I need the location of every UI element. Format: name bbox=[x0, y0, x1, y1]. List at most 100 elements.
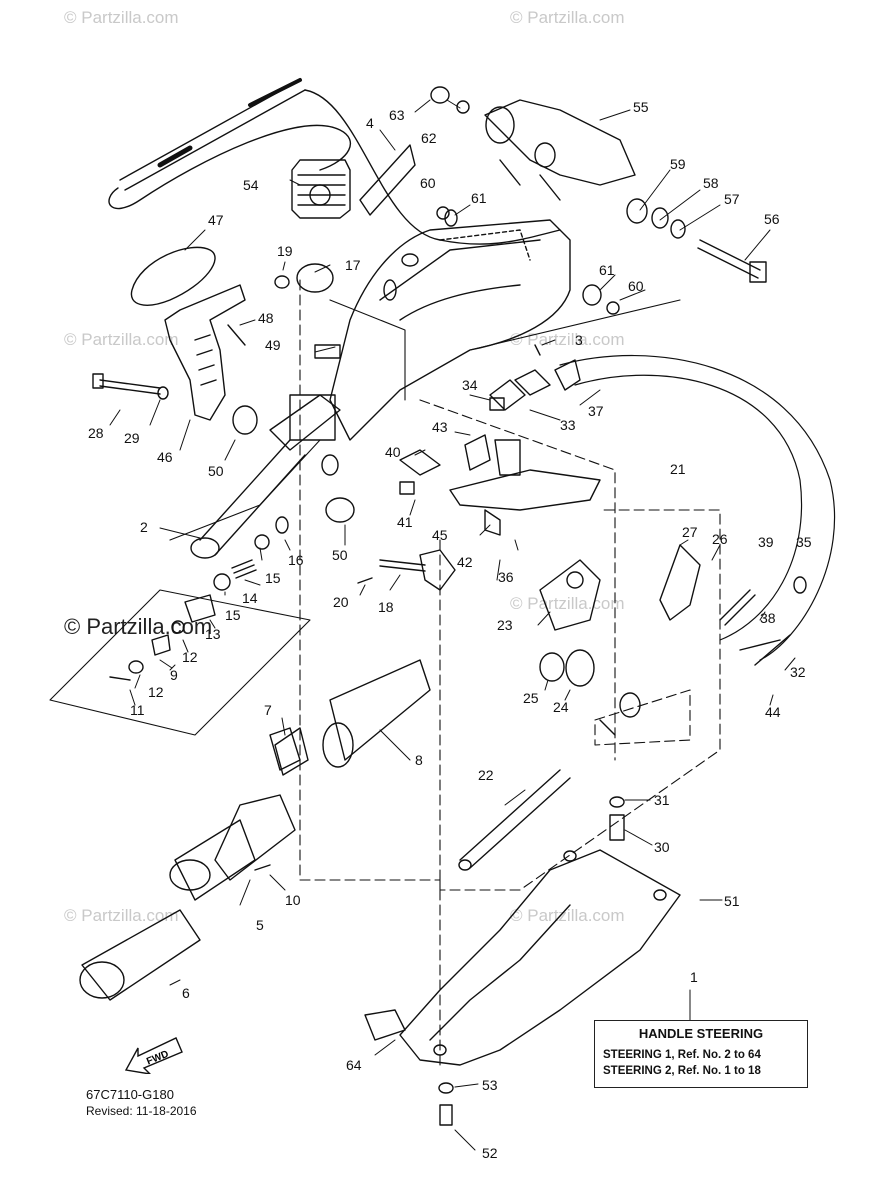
callout: 61 bbox=[599, 262, 615, 278]
callout: 3 bbox=[575, 332, 583, 348]
watermark-prominent: © Partzilla.com bbox=[64, 614, 213, 639]
small-hardware bbox=[109, 516, 289, 681]
part-29-washer bbox=[157, 386, 169, 400]
callout: 13 bbox=[205, 626, 221, 642]
callout: 50 bbox=[332, 547, 348, 563]
callout: 12 bbox=[148, 684, 164, 700]
shift-assembly bbox=[539, 544, 807, 736]
fwd-arrow-icon: FWD bbox=[124, 1037, 183, 1074]
part-4-decal bbox=[359, 144, 416, 216]
callout: 47 bbox=[208, 212, 224, 228]
shift-linkage bbox=[399, 344, 601, 536]
callout: 23 bbox=[497, 617, 513, 633]
callout: 15 bbox=[265, 570, 281, 586]
watermark: © Partzilla.com bbox=[510, 906, 625, 925]
callout-numbers: 1 2 3 4 5 6 7 8 9 10 11 12 12 13 14 15 1… bbox=[88, 99, 812, 1161]
callout: 31 bbox=[654, 792, 670, 808]
callout: 36 bbox=[498, 569, 514, 585]
part-47-cover bbox=[130, 246, 216, 306]
callout: 2 bbox=[140, 519, 148, 535]
callout: 63 bbox=[389, 107, 405, 123]
callout: 10 bbox=[285, 892, 301, 908]
callout: 44 bbox=[765, 704, 781, 720]
part-52-screw bbox=[439, 1104, 453, 1126]
info-title: HANDLE STEERING bbox=[638, 1026, 764, 1041]
revision-date: Revised: 11-18-2016 bbox=[86, 1104, 197, 1118]
part-17-clamp bbox=[296, 263, 334, 293]
part-31-washer bbox=[609, 796, 625, 808]
callout: 30 bbox=[654, 839, 670, 855]
callout: 21 bbox=[670, 461, 686, 477]
callout: 33 bbox=[560, 417, 576, 433]
callout: 6 bbox=[182, 985, 190, 1001]
steering-handle-body bbox=[329, 219, 571, 441]
callout: 27 bbox=[682, 524, 698, 540]
part-60-washer bbox=[436, 206, 450, 220]
watermark: © Partzilla.com bbox=[64, 906, 179, 925]
callout: 64 bbox=[346, 1057, 362, 1073]
part-30-bolt bbox=[609, 814, 625, 841]
callout: 50 bbox=[208, 463, 224, 479]
callout: 46 bbox=[157, 449, 173, 465]
callout: 61 bbox=[471, 190, 487, 206]
callout: 62 bbox=[421, 130, 437, 146]
callout: 24 bbox=[553, 699, 569, 715]
callout: 49 bbox=[265, 337, 281, 353]
group-outlines bbox=[49, 279, 721, 1071]
part-19-nut bbox=[274, 275, 290, 289]
callout: 56 bbox=[764, 211, 780, 227]
callout: 4 bbox=[366, 115, 374, 131]
part-7-decal bbox=[274, 727, 309, 776]
callout: 15 bbox=[225, 607, 241, 623]
steering-info-box: HANDLE STEERING STEERING 1, Ref. No. 2 t… bbox=[594, 1020, 808, 1088]
part-48-screw bbox=[227, 324, 246, 346]
watermark: © Partzilla.com bbox=[64, 8, 179, 27]
callout: 1 bbox=[690, 969, 698, 985]
callout: 39 bbox=[758, 534, 774, 550]
callout: 25 bbox=[523, 690, 539, 706]
callout: 28 bbox=[88, 425, 104, 441]
shift-cables bbox=[559, 354, 836, 661]
part-22-shift-rod bbox=[458, 769, 571, 871]
callout: 45 bbox=[432, 527, 448, 543]
callout: 58 bbox=[703, 175, 719, 191]
callout: 48 bbox=[258, 310, 274, 326]
callout: 54 bbox=[243, 177, 259, 193]
callout: 14 bbox=[242, 590, 258, 606]
callout: 43 bbox=[432, 419, 448, 435]
callout: 32 bbox=[790, 664, 806, 680]
callout: 20 bbox=[333, 594, 349, 610]
grip-sleeves bbox=[79, 659, 431, 1001]
part-50-bushing-b bbox=[325, 497, 355, 523]
part-18-knob bbox=[379, 549, 456, 591]
callout: 59 bbox=[670, 156, 686, 172]
callout: 42 bbox=[457, 554, 473, 570]
callout: 38 bbox=[760, 610, 776, 626]
callout: 8 bbox=[415, 752, 423, 768]
callout: 7 bbox=[264, 702, 272, 718]
part-49-label bbox=[314, 344, 341, 359]
info-line-2: STEERING 2, Ref. No. 1 to 18 bbox=[603, 1065, 761, 1077]
bolt-assembly bbox=[626, 198, 767, 283]
part-60-washer-b bbox=[606, 301, 620, 315]
part-64-plug bbox=[364, 1009, 406, 1041]
part-63-nut bbox=[430, 86, 450, 104]
info-line-1: STEERING 1, Ref. No. 2 to 64 bbox=[603, 1049, 761, 1061]
watermark: © Partzilla.com bbox=[510, 8, 625, 27]
watermark: © Partzilla.com bbox=[64, 330, 179, 349]
part-62-washer bbox=[456, 100, 470, 114]
callout: 37 bbox=[588, 403, 604, 419]
throttle-cables bbox=[108, 78, 561, 245]
diagram-code: 67C7110-G180 bbox=[86, 1087, 174, 1102]
watermark: © Partzilla.com bbox=[510, 330, 625, 349]
callout: 55 bbox=[633, 99, 649, 115]
callout: 34 bbox=[462, 377, 478, 393]
callout: 18 bbox=[378, 599, 394, 615]
callout: 40 bbox=[385, 444, 401, 460]
callout: 35 bbox=[796, 534, 812, 550]
part-50-bushing bbox=[232, 405, 258, 435]
callout: 52 bbox=[482, 1145, 498, 1161]
part-28-bolt bbox=[92, 373, 161, 395]
part-54-grommet bbox=[291, 159, 351, 219]
